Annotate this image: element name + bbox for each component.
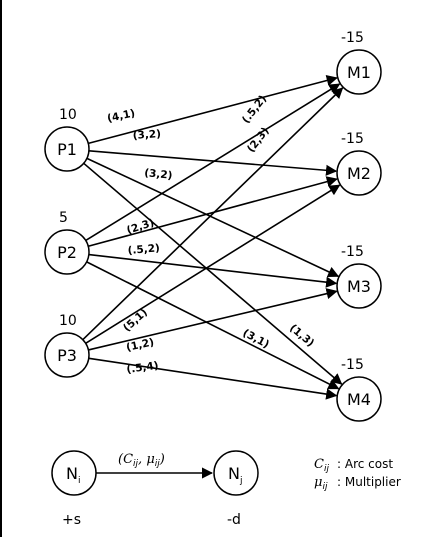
arc-p3-m4 <box>88 357 338 400</box>
arc-label-p1-m4: (1,3) <box>287 322 316 349</box>
arc-p2-m1 <box>85 83 341 242</box>
arc-p2-m3 <box>88 253 338 288</box>
arc-p1-m2 <box>88 150 338 176</box>
arc-label-p3-m3: (1,2) <box>125 336 155 354</box>
node-label: M4 <box>347 390 371 409</box>
demand-node-m4: M4 -15 <box>336 357 382 422</box>
legend-multiplier-symbol: μij <box>314 475 328 492</box>
arc-label-p2-m3: (.5,2) <box>127 242 160 257</box>
node-label: P3 <box>57 346 77 365</box>
demand-value: -15 <box>341 30 364 46</box>
arc-label-p1-m2: (3,2) <box>132 128 161 142</box>
demand-value: -15 <box>341 131 364 147</box>
demand-value: -15 <box>341 357 364 373</box>
arc-label-p3-m2: (5,1) <box>121 306 150 334</box>
arc-p3-m2 <box>85 184 341 345</box>
legend-node-i-value: +s <box>62 512 81 528</box>
demand-value: -15 <box>341 244 364 260</box>
arc-labels-layer: (4,1)(3,2)(3,2)(1,3)(2,3)(2,3)(.5,2)(3,1… <box>106 93 316 376</box>
arc-p3-m3 <box>88 288 338 351</box>
arc-p2-m2 <box>88 176 338 248</box>
node-label: M1 <box>347 63 371 82</box>
supply-node-p3: P3 10 <box>44 313 90 378</box>
arc-label-p3-m1: (.5,2) <box>240 93 269 126</box>
arc-p1-m1 <box>88 75 338 145</box>
node-circle <box>44 332 90 378</box>
arc-p1-m4 <box>83 162 343 385</box>
supply-node-p2: P2 5 <box>44 210 90 275</box>
node-label: P1 <box>57 140 77 159</box>
legend-node-j-value: -d <box>227 512 241 528</box>
arc-label-p1-m3: (3,2) <box>144 167 173 182</box>
legend-cost-text: : Arc cost <box>337 457 393 471</box>
supply-node-p1: P1 10 <box>44 107 90 172</box>
legend-arc-label: (Cij, μij) <box>118 452 165 469</box>
node-circle <box>336 376 382 422</box>
demand-node-m3: M3 -15 <box>336 244 382 309</box>
arc-label-p2-m2: (2,3) <box>125 217 156 237</box>
arc-label-p3-m4: (.5,4) <box>126 360 160 376</box>
node-circle <box>44 229 90 275</box>
legend-node-i-label: Ni <box>66 464 80 486</box>
node-label: M2 <box>347 164 371 183</box>
demand-node-m1: M1 -15 <box>336 30 382 95</box>
arc-p2-m4 <box>86 261 340 390</box>
legend-cost-symbol: Cij <box>314 457 329 474</box>
node-circle <box>44 126 90 172</box>
node-label: M3 <box>347 277 371 296</box>
supply-value: 5 <box>59 210 68 226</box>
legend-node-j <box>213 450 259 496</box>
demand-node-m2: M2 -15 <box>336 131 382 196</box>
legend-node-j-label: Nj <box>228 464 242 486</box>
node-circle <box>336 49 382 95</box>
arc-p1-m3 <box>86 157 340 278</box>
node-label: P2 <box>57 243 77 262</box>
node-circle <box>336 150 382 196</box>
legend-multiplier-text: : Multiplier <box>337 475 401 489</box>
supply-value: 10 <box>59 107 77 123</box>
supply-value: 10 <box>59 313 77 329</box>
arc-p3-m1 <box>82 87 344 341</box>
legend: Ni +s Nj -d (Cij, μij) Cij : Arc cost μi… <box>51 450 401 528</box>
node-circle <box>336 263 382 309</box>
arcs-layer <box>82 75 344 400</box>
arc-label-p1-m1: (4,1) <box>106 107 136 125</box>
